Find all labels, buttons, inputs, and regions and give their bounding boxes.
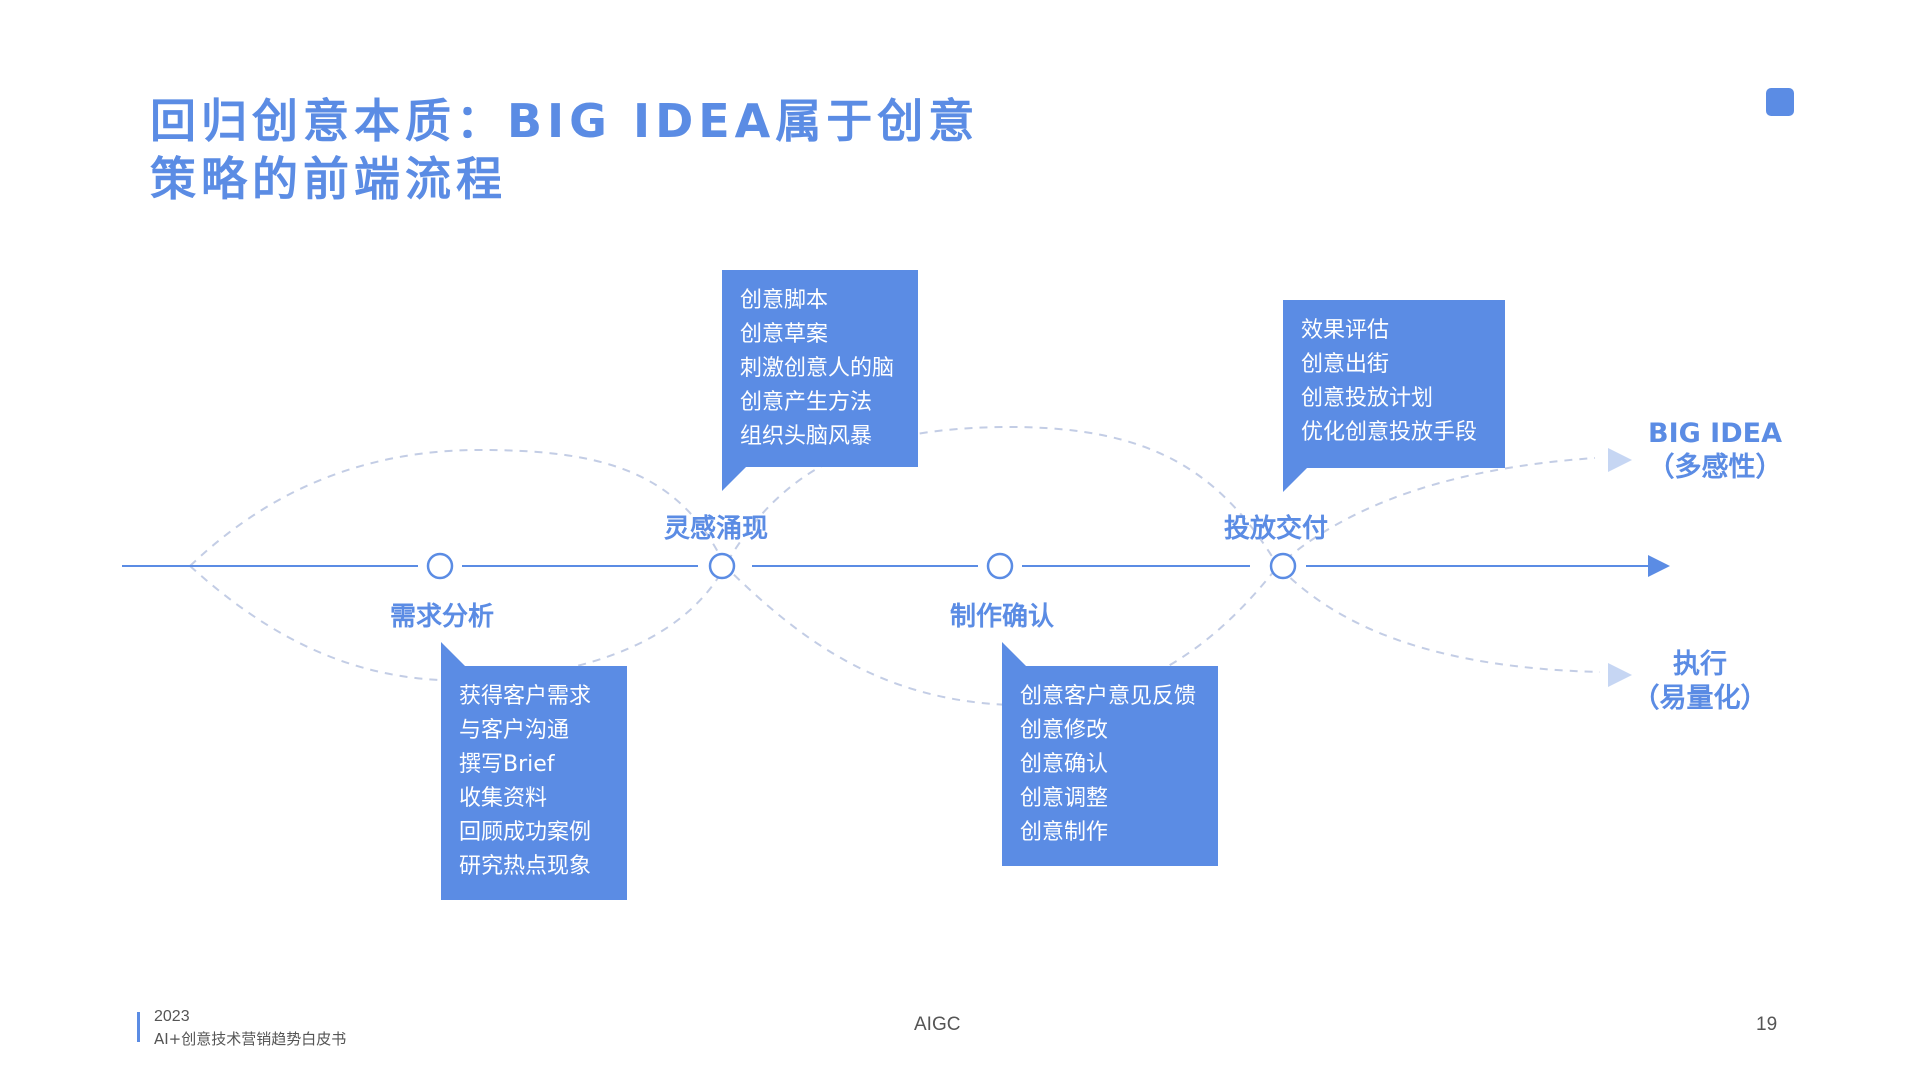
- arrow-right-icon: [1648, 555, 1670, 577]
- stage-node-demand: [426, 552, 454, 580]
- title-line-2: 策略的前端流程: [150, 152, 507, 206]
- footer-report-title: AI+创意技术营销趋势白皮书: [154, 1030, 347, 1048]
- callout-item: 收集资料: [459, 786, 548, 811]
- callout-item: 优化创意投放手段: [1301, 420, 1478, 445]
- callout-item: 创意调整: [1020, 786, 1109, 811]
- callout-item: 与客户沟通: [459, 718, 570, 743]
- stage-label-inspiration: 灵感涌现: [664, 514, 769, 544]
- outcome-execution-subtitle: （易量化）: [1632, 683, 1768, 714]
- callout-item: 刺激创意人的脑: [740, 356, 895, 381]
- stage-node-delivery: [1269, 552, 1297, 580]
- outcome-execution-title: 执行: [1673, 649, 1727, 680]
- callout-item: 创意制作: [1020, 820, 1109, 845]
- stage-label-delivery: 投放交付: [1224, 514, 1329, 544]
- callout-item: 效果评估: [1301, 318, 1390, 343]
- callout-item: 获得客户需求: [459, 684, 592, 709]
- callout-item: 创意草案: [740, 322, 829, 347]
- footer-accent-bar: [137, 1012, 140, 1042]
- page-title: 回归创意本质：BIG IDEA属于创意 策略的前端流程: [150, 92, 979, 208]
- stage-node-production: [986, 552, 1014, 580]
- callout-item: 撰写Brief: [459, 752, 555, 777]
- title-line-1: 回归创意本质：BIG IDEA属于创意: [150, 94, 980, 148]
- rounded-square-icon: [1766, 88, 1794, 116]
- outcome-execution: 执行 （易量化）: [1625, 648, 1775, 716]
- callout-item: 创意脚本: [740, 288, 829, 313]
- stage-node-inspiration: [708, 552, 736, 580]
- outcome-big-idea-subtitle: （多感性）: [1647, 452, 1783, 483]
- callout-item: 创意确认: [1020, 752, 1109, 777]
- footer-center-label: AIGC: [914, 1014, 961, 1035]
- callout-item: 创意客户意见反馈: [1020, 684, 1197, 709]
- arrow-right-icon: [1608, 663, 1632, 687]
- stage-label-demand: 需求分析: [390, 602, 495, 632]
- callout-item: 创意投放计划: [1301, 386, 1434, 411]
- callout-item: 创意修改: [1020, 718, 1109, 743]
- callout-inspiration: 创意脚本 创意草案 刺激创意人的脑 创意产生方法 组织头脑风暴: [722, 270, 918, 491]
- stage-label-production: 制作确认: [950, 602, 1055, 632]
- outcome-big-idea: BIG IDEA （多感性）: [1640, 417, 1790, 485]
- callout-item: 创意产生方法: [740, 390, 873, 415]
- footer-year: 2023: [154, 1008, 190, 1025]
- callout-item: 回顾成功案例: [459, 820, 592, 845]
- outcome-big-idea-title: BIG IDEA: [1648, 418, 1782, 449]
- dashed-wave-lower: [189, 564, 1601, 707]
- callout-item: 组织头脑风暴: [740, 424, 873, 449]
- page-number: 19: [1756, 1014, 1778, 1035]
- callout-item: 创意出街: [1301, 352, 1390, 377]
- callout-production-confirm: 创意客户意见反馈 创意修改 创意确认 创意调整 创意制作: [1002, 642, 1218, 866]
- callout-item: 研究热点现象: [459, 854, 592, 879]
- callout-demand-analysis: 获得客户需求 与客户沟通 撰写Brief 收集资料 回顾成功案例 研究热点现象: [441, 642, 627, 900]
- arrow-right-icon: [1608, 448, 1632, 472]
- callout-delivery: 效果评估 创意出街 创意投放计划 优化创意投放手段: [1283, 300, 1505, 492]
